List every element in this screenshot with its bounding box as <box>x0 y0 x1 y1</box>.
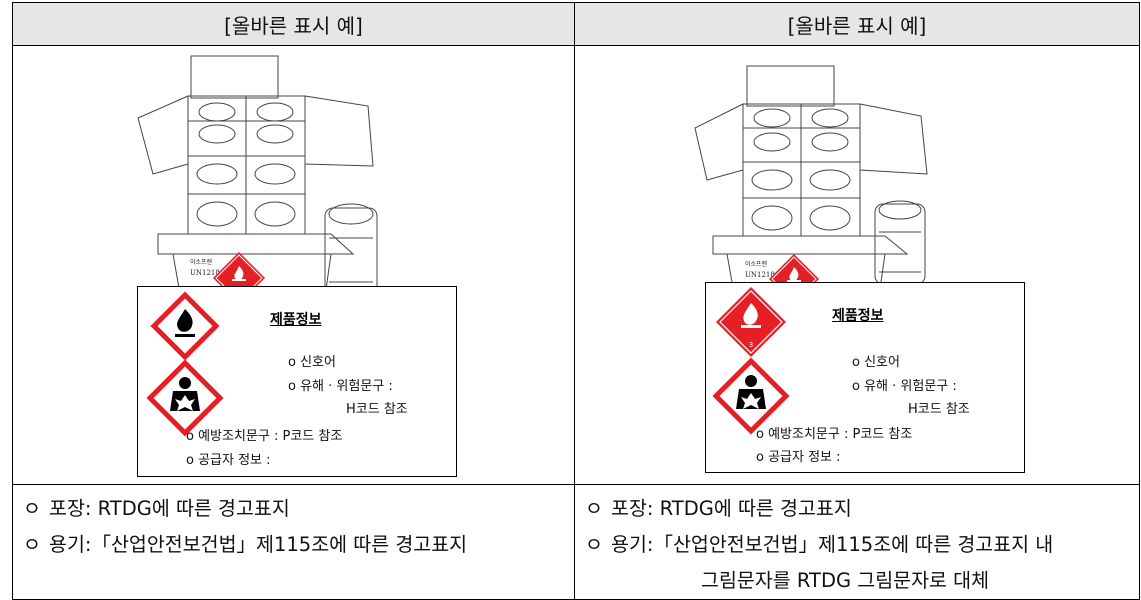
description-row: ㅇ 포장: RTDG에 따른 경고표지 ㅇ 용기:「산업안전보건법」제115조에 따… <box>12 484 1140 600</box>
left-box-label-un: UN1218 <box>190 269 220 277</box>
left-label-title: 제품정보 <box>270 312 322 328</box>
comparison-table: [올바른 표시 예] [올바른 표시 예] <box>12 2 1140 600</box>
left-signal-word: ο 신호어 <box>288 355 336 370</box>
left-ghs-pictograms <box>146 291 224 437</box>
left-hazard-statement: ο 유해 · 위험문구 : <box>288 379 393 394</box>
header-row: [올바른 표시 예] [올바른 표시 예] <box>12 2 1140 46</box>
left-line-2-text: 용기:「산업안전보건법」제115조에 따른 경고표지 <box>49 533 468 556</box>
left-box-drawing: 이소프렌 UN1218 3 <box>137 55 378 312</box>
left-illustration-cell: 이소프렌 UN1218 3 <box>12 45 575 485</box>
left-precaution: ο 예방조치문구 : P코드 참조 <box>186 429 343 444</box>
description-left: ㅇ 포장: RTDG에 따른 경고표지 ㅇ 용기:「산업안전보건법」제115조에 따… <box>12 484 575 600</box>
right-ghs-health-hazard-icon <box>712 357 790 435</box>
right-line-1-text: 포장: RTDG에 따른 경고표지 <box>611 497 852 520</box>
bullet: ㅇ <box>585 533 603 556</box>
left-ghs-health-hazard-icon <box>146 359 224 437</box>
left-box-label-name: 이소프렌 <box>190 258 213 266</box>
bullet: ㅇ <box>585 497 603 520</box>
header-right: [올바른 표시 예] <box>574 2 1140 46</box>
right-line-2-text: 용기:「산업안전보건법」제115조에 따른 경고표지 내 <box>611 533 1054 556</box>
left-line-1-text: 포장: RTDG에 따른 경고표지 <box>49 497 290 520</box>
right-illustration-cell: 이소프렌 UN1218 3 <box>574 45 1140 485</box>
left-ghs-flame-icon <box>150 291 220 361</box>
illustration-row: 이소프렌 UN1218 3 <box>12 45 1140 485</box>
right-supplier: ο 공급자 정보 : <box>756 450 841 465</box>
right-ghs-label: 3 제품정보 ο 신호어 ο 유해 · 위험문구 : H코드 참조 ο 예방조치 <box>705 282 1025 473</box>
left-supplier: ο 공급자 정보 : <box>186 453 271 468</box>
right-hcode: H코드 참조 <box>908 402 970 417</box>
left-line-1: ㅇ 포장: RTDG에 따른 경고표지 <box>23 491 564 527</box>
description-right: ㅇ 포장: RTDG에 따른 경고표지 ㅇ 용기:「산업안전보건법」제115조에 따… <box>574 484 1140 600</box>
right-label-title: 제품정보 <box>832 308 884 324</box>
bullet: ㅇ <box>23 533 41 556</box>
right-line-2: ㅇ 용기:「산업안전보건법」제115조에 따른 경고표지 내 <box>585 527 1129 563</box>
left-hcode: H코드 참조 <box>346 402 408 417</box>
right-label-diamond-number: 3 <box>749 341 753 349</box>
bullet: ㅇ <box>23 497 41 520</box>
right-line-3-text: 그림문자를 RTDG 그림문자로 대체 <box>701 569 990 592</box>
right-precaution: ο 예방조치문구 : P코드 참조 <box>756 427 913 442</box>
right-line-1: ㅇ 포장: RTDG에 따른 경고표지 <box>585 491 1129 527</box>
header-left: [올바른 표시 예] <box>12 2 575 46</box>
right-rtdg-flame-icon: 3 <box>716 287 786 357</box>
left-line-2: ㅇ 용기:「산업안전보건법」제115조에 따른 경고표지 <box>23 527 564 563</box>
right-hazard-statement: ο 유해 · 위험문구 : <box>852 379 957 394</box>
right-rtdg-pictograms: 3 <box>712 287 790 435</box>
right-box-label-un: UN1218 <box>745 271 775 279</box>
right-box-label-name: 이소프렌 <box>745 260 768 268</box>
right-signal-word: ο 신호어 <box>852 355 900 370</box>
left-ghs-label: 제품정보 ο 신호어 ο 유해 · 위험문구 : H코드 참조 ο 예방조치문구… <box>137 286 457 477</box>
